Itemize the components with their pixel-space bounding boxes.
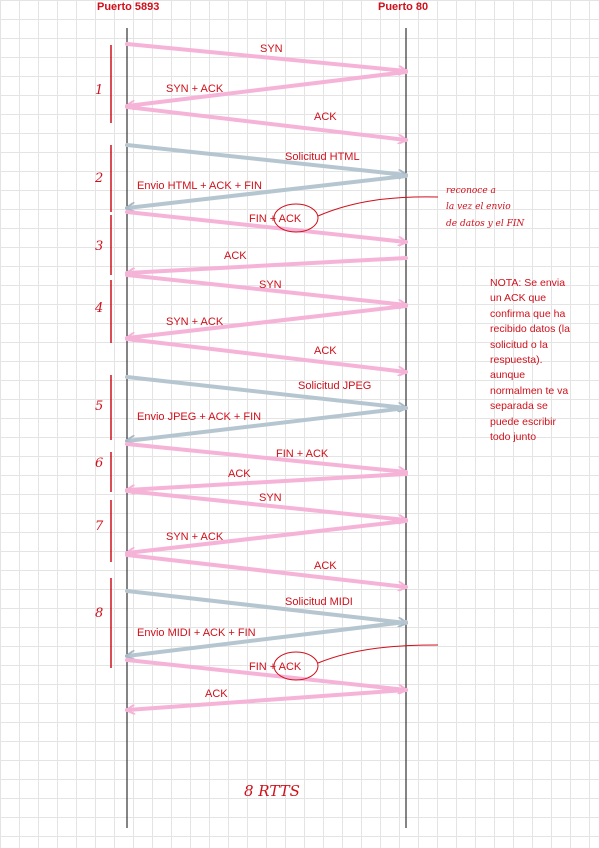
message-arrow-6 xyxy=(125,210,406,242)
message-arrow-7 xyxy=(127,256,408,273)
annotation-connector-2 xyxy=(317,644,439,664)
message-label-19: Envio MIDI + ACK + FIN xyxy=(137,627,256,639)
message-label-16: SYN + ACK xyxy=(166,531,224,543)
rtt-marker-6: 6 xyxy=(95,456,103,471)
host-left-label: Puerto 5893 xyxy=(97,1,159,13)
rtt-marker-1: 1 xyxy=(95,83,103,98)
message-arrow-11 xyxy=(125,375,406,408)
rtt-marker-2: 2 xyxy=(94,171,103,186)
annotation-line-3: de datos y el FIN xyxy=(446,219,525,229)
rtt-marker-8: 8 xyxy=(95,606,103,621)
note-text: NOTA: Se envia un ACK que confirma que h… xyxy=(490,277,570,444)
annotation-connector-1 xyxy=(317,196,439,217)
message-arrow-9 xyxy=(127,304,408,338)
message-arrow-4 xyxy=(125,143,406,175)
message-arrow-13 xyxy=(125,442,406,472)
message-arrow-19 xyxy=(127,620,408,656)
message-arrow-16 xyxy=(127,519,408,553)
message-label-7: ACK xyxy=(224,250,247,262)
rtt-marker-4: 4 xyxy=(94,301,103,316)
message-label-15: SYN xyxy=(259,492,282,504)
message-label-3: ACK xyxy=(314,111,337,123)
message-label-18: Solicitud MIDI xyxy=(285,596,353,608)
rtt-marker-3: 3 xyxy=(95,239,103,254)
ack-highlight-circle-2 xyxy=(273,651,319,681)
message-arrow-15 xyxy=(125,489,406,520)
message-label-1: SYN xyxy=(260,43,283,55)
message-arrow-21 xyxy=(127,688,408,710)
rtt-total: 8 RTTS xyxy=(244,782,300,800)
message-arrow-17 xyxy=(125,553,406,587)
message-arrow-8 xyxy=(125,273,406,305)
message-label-6: FIN + ACK xyxy=(249,213,302,225)
rtt-marker-5: 5 xyxy=(95,399,103,414)
message-label-4: Solicitud HTML xyxy=(285,151,360,163)
message-arrow-3 xyxy=(125,105,406,140)
message-label-10: ACK xyxy=(314,345,337,357)
message-label-17: ACK xyxy=(314,560,337,572)
message-label-21: ACK xyxy=(205,688,228,700)
host-right-label: Puerto 80 xyxy=(378,1,428,13)
message-arrow-20 xyxy=(125,658,406,690)
message-arrow-14 xyxy=(127,472,408,490)
message-label-8: SYN xyxy=(259,279,282,291)
message-arrow-1 xyxy=(125,42,406,71)
annotation-line-2: la vez el envio xyxy=(446,202,511,212)
message-label-20: FIN + ACK xyxy=(249,661,302,673)
message-arrow-18 xyxy=(125,589,406,623)
annotation-line-1: reconoce a xyxy=(446,186,496,196)
message-label-12: Envio JPEG + ACK + FIN xyxy=(137,411,261,423)
message-label-14: ACK xyxy=(228,468,251,480)
message-label-2: SYN + ACK xyxy=(166,83,224,95)
rtt-marker-7: 7 xyxy=(95,519,104,534)
message-label-9: SYN + ACK xyxy=(166,316,224,328)
message-arrow-10 xyxy=(125,337,406,372)
message-label-13: FIN + ACK xyxy=(276,448,329,460)
message-label-11: Solicitud JPEG xyxy=(298,380,371,392)
ack-highlight-circle-1 xyxy=(273,203,319,233)
message-arrow-5 xyxy=(127,174,408,208)
message-label-5: Envio HTML + ACK + FIN xyxy=(137,180,262,192)
message-arrow-2 xyxy=(127,70,408,106)
message-arrow-12 xyxy=(127,406,408,441)
